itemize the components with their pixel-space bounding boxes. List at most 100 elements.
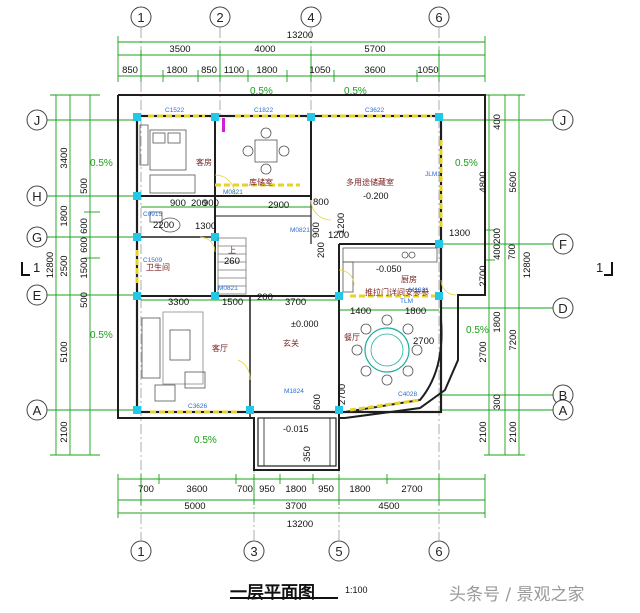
room-label: 上 [228,246,236,255]
windows [135,114,443,414]
opening-tag: TLM [400,298,413,305]
interior-dim: 2900 [268,200,289,211]
axis-label-left-g: G [32,230,42,245]
dim-top-row2: 4000 [254,44,275,55]
interior-dim: 2200 [153,220,174,231]
dim-top-row3: 1050 [417,65,438,76]
opening-tag: M1824 [284,388,304,395]
dimension-lines [45,36,553,518]
dim-top-total: 13200 [287,30,313,41]
dim-left-inner: 5100 [59,341,70,362]
opening-tag: C1509 [143,257,163,264]
opening-tag: C3622 [365,107,385,114]
axis-label-bottom-5: 5 [335,544,342,559]
dim-left-sub: 500 [79,178,90,194]
opening-tag: C1822 [254,107,274,114]
dim-top-row3: 1800 [166,65,187,76]
dim-bottom-row1: 3600 [186,484,207,495]
dim-right-mid: 2700 [478,265,489,286]
axis-label-top-6: 6 [435,10,442,25]
opening-tag: M1821 [409,287,429,294]
opening-tag: M0821 [223,189,243,196]
interior-dim: 900 [203,198,219,209]
interior-dim: 800 [313,197,329,208]
dim-right-total: 12800 [522,252,533,278]
interior-dim: 1200 [336,213,347,234]
level-mark: -0.200 [363,191,389,201]
interior-dim: 600 [312,394,323,410]
opening-tag: M0821 [290,227,310,234]
dim-bottom-row1: 950 [318,484,334,495]
dim-top-row3: 3600 [364,65,385,76]
dim-bottom-total: 13200 [287,519,313,530]
interior-dim: 900 [311,222,322,238]
walls [117,94,486,471]
dim-left-sub: 1500 [79,257,90,278]
axis-label-top-2: 2 [216,10,223,25]
axis-bubbles [26,6,574,562]
interior-dim: 2700 [413,336,434,347]
interior-dim: 2700 [337,384,348,405]
level-mark: -0.015 [283,424,309,434]
axis-label-right-d: D [558,301,567,316]
interior-dim: 1300 [195,221,216,232]
dim-bottom-row2: 4500 [378,501,399,512]
room-label: 客房 [196,157,212,167]
slope-mark: 0.5% [466,325,489,336]
axis-label-left-e: E [33,288,42,303]
watermark: 头条号 / 景观之家 [449,585,585,605]
dim-top-row3: 1050 [309,65,330,76]
marker [222,118,225,132]
slope-mark: 0.5% [90,330,113,341]
dim-top-row3: 850 [122,65,138,76]
dim-left-inner: 2100 [59,421,70,442]
dim-bottom-row1: 2700 [401,484,422,495]
slope-mark: 0.5% [455,158,478,169]
room-label: 多用途储藏室 [346,177,394,187]
axis-label-top-4: 4 [307,10,314,25]
dim-top-row3: 1800 [256,65,277,76]
room-label: 玄关 [283,338,299,348]
interior-dim: 1200 [328,230,349,241]
interior-dim: 3700 [285,297,306,308]
dim-right-sub: 700 [507,244,518,260]
axis-label-right-a: A [559,403,568,418]
level-mark: ±0.000 [291,319,318,329]
dim-right-sub: 400 [492,114,503,130]
dim-left-inner: 2500 [59,255,70,276]
opening-tag: M0821 [218,285,238,292]
interior-dim: 260 [224,256,240,267]
dim-right-sub: 1800 [492,311,503,332]
slope-mark: 0.5% [90,158,113,169]
dim-left-total: 12800 [45,252,56,278]
dim-right-outer: 7200 [508,329,519,350]
dim-left-inner: 3400 [59,147,70,168]
opening-tag: JLM1 [425,171,441,178]
opening-tag: C0915 [143,211,163,218]
room-label: 卫生间 [146,262,170,272]
dim-bottom-row1: 700 [138,484,154,495]
room-label: 客厅 [212,343,228,353]
axis-label-left-j: J [34,113,41,128]
section-marks [21,262,613,276]
furniture [139,124,457,402]
dim-right-mid: 2100 [478,421,489,442]
dim-right-mid: 2700 [478,341,489,362]
interior-dim: 200 [257,292,273,303]
axis-label-top-1: 1 [137,10,144,25]
dim-left-sub: 600 [79,218,90,234]
interior-dim: 900 [170,198,186,209]
dim-right-outer: 5600 [508,171,519,192]
section-label-left: 1 [33,260,40,275]
dim-right-mid: 4800 [478,171,489,192]
room-label: 库储室 [249,177,273,187]
room-label: 餐厅 [344,333,360,342]
slope-mark: 0.5% [194,435,217,446]
interior-dim: 1500 [222,297,243,308]
dim-right-sub: 200 [492,228,503,244]
level-mark: -0.050 [376,264,402,274]
interior-dim: 200 [316,242,327,258]
drawing-title: 一层平面图 [230,583,315,603]
axis-label-right-f: F [559,237,567,252]
